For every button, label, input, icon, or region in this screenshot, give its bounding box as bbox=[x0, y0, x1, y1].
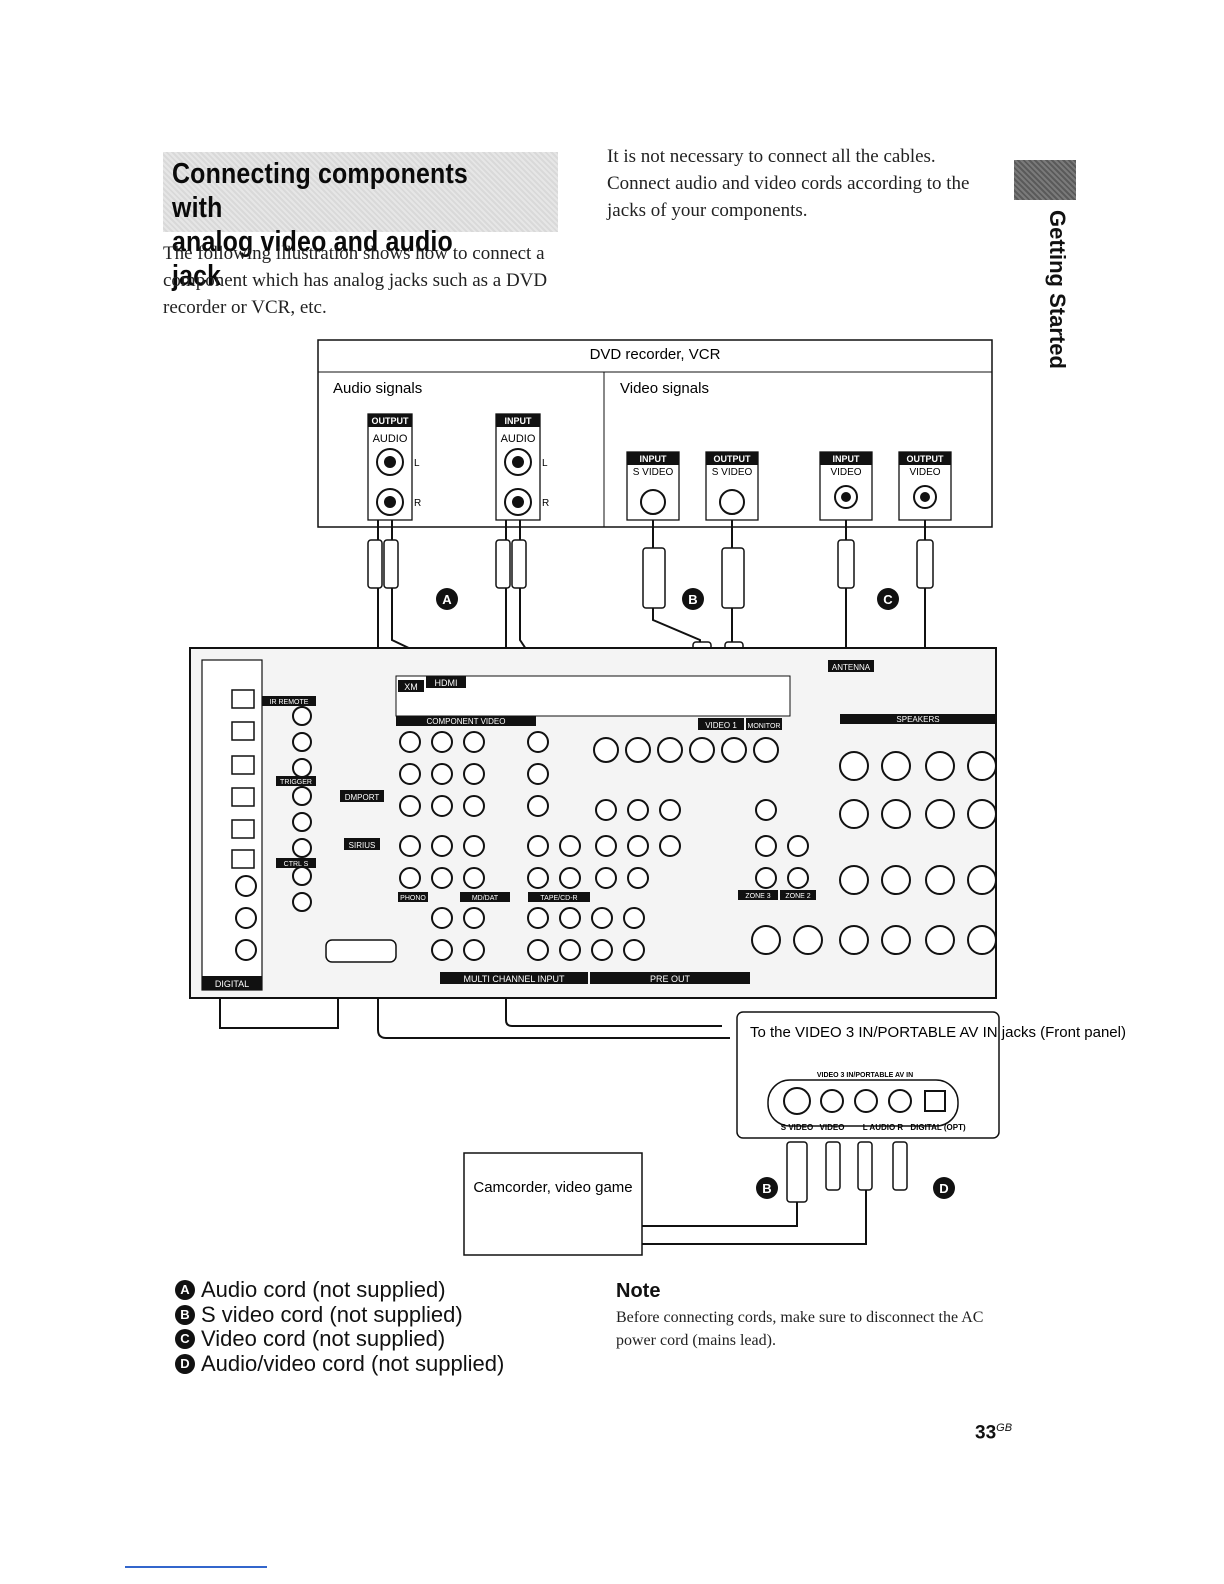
badge-a: A bbox=[175, 1280, 195, 1301]
svg-text:IR REMOTE: IR REMOTE bbox=[270, 699, 309, 706]
svg-text:L: L bbox=[414, 458, 420, 469]
badge-b-front: B bbox=[756, 1177, 778, 1199]
svg-text:CTRL S: CTRL S bbox=[284, 861, 309, 868]
dvd-recorder-box bbox=[317, 339, 993, 528]
svg-text:ANTENNA: ANTENNA bbox=[832, 663, 871, 672]
legend-text-a: Audio cord (not supplied) bbox=[201, 1277, 446, 1302]
svg-text:OUTPUT: OUTPUT bbox=[372, 416, 410, 426]
svg-text:PRE OUT: PRE OUT bbox=[650, 974, 691, 984]
svg-text:VIDEO 1: VIDEO 1 bbox=[705, 721, 737, 730]
section-heading: Connecting components with analog video … bbox=[172, 157, 499, 293]
video-signals-label: Video signals bbox=[620, 380, 709, 397]
footer-line bbox=[125, 1566, 267, 1568]
badge-d: D bbox=[175, 1353, 195, 1374]
front-panel-callout: To the VIDEO 3 IN/PORTABLE AV IN jacks (… bbox=[736, 1011, 1126, 1139]
badge-c: C bbox=[175, 1329, 195, 1350]
svg-text:B: B bbox=[688, 592, 697, 607]
legend-item-c: C Video cord (not supplied) bbox=[175, 1326, 595, 1352]
audio-signals-label: Audio signals bbox=[333, 380, 422, 397]
svg-text:SIRIUS: SIRIUS bbox=[349, 841, 376, 850]
dvd-box-title: DVD recorder, VCR bbox=[590, 346, 721, 363]
svg-text:C: C bbox=[883, 592, 893, 607]
svg-text:R: R bbox=[542, 498, 549, 509]
page-number: 33GB bbox=[975, 1422, 1012, 1444]
audio-input-jacks: INPUT AUDIO L R bbox=[495, 413, 549, 521]
video-output-jack: OUTPUT VIDEO bbox=[898, 451, 952, 521]
intro-paragraph: The following illustration shows how to … bbox=[163, 243, 548, 318]
legend-text-d: Audio/video cord (not supplied) bbox=[201, 1350, 505, 1376]
svg-text:XM: XM bbox=[404, 682, 418, 692]
badge-b: B bbox=[175, 1304, 195, 1325]
badge-c-diagram: C bbox=[877, 588, 899, 610]
svg-text:VIDEO: VIDEO bbox=[830, 467, 861, 478]
legend-item-a: A Audio cord (not supplied) bbox=[175, 1277, 595, 1303]
camcorder-box: Camcorder, video game bbox=[463, 1152, 643, 1256]
svg-text:INPUT: INPUT bbox=[505, 416, 533, 426]
svg-text:S VIDEO: S VIDEO bbox=[781, 1123, 813, 1132]
page-number-suffix: GB bbox=[996, 1422, 1013, 1434]
note-text: Before connecting cords, make sure to di… bbox=[616, 1309, 984, 1349]
receiver-rear-panel: DIGITAL HDMI XM COMPONENT VIDEO MULTI CH… bbox=[189, 647, 997, 999]
svg-text:AUDIO: AUDIO bbox=[501, 433, 536, 445]
svg-text:VIDEO: VIDEO bbox=[820, 1123, 845, 1132]
svg-text:Camcorder, video game: Camcorder, video game bbox=[473, 1179, 632, 1196]
badge-d-front: D bbox=[933, 1177, 955, 1199]
svg-text:MONITOR: MONITOR bbox=[748, 723, 781, 730]
legend-text-b: S video cord (not supplied) bbox=[201, 1301, 463, 1327]
svg-text:INPUT: INPUT bbox=[640, 454, 668, 464]
svg-text:DIGITAL: DIGITAL bbox=[215, 979, 249, 989]
badge-a-diagram: A bbox=[436, 588, 458, 610]
svg-text:To the VIDEO 3 IN/PORTABLE AV: To the VIDEO 3 IN/PORTABLE AV IN jacks (… bbox=[750, 1024, 1126, 1041]
svg-text:A: A bbox=[442, 592, 452, 607]
svg-text:ZONE 2: ZONE 2 bbox=[785, 893, 810, 900]
page-number-value: 33 bbox=[975, 1422, 997, 1444]
svg-text:MD/DAT: MD/DAT bbox=[472, 895, 499, 902]
svg-text:MULTI CHANNEL INPUT: MULTI CHANNEL INPUT bbox=[463, 974, 565, 984]
svg-text:OUTPUT: OUTPUT bbox=[907, 454, 945, 464]
badge-b-diagram: B bbox=[682, 588, 704, 610]
svg-text:TAPE/CD-R: TAPE/CD-R bbox=[540, 895, 577, 902]
legend-text-c: Video cord (not supplied) bbox=[201, 1326, 446, 1351]
svg-text:L: L bbox=[542, 458, 548, 469]
legend-item-d: D Audio/video cord (not supplied) bbox=[175, 1350, 595, 1377]
svg-text:DMPORT: DMPORT bbox=[345, 793, 380, 802]
svg-text:B: B bbox=[762, 1181, 771, 1196]
svg-text:R: R bbox=[414, 498, 421, 509]
svg-text:INPUT: INPUT bbox=[833, 454, 861, 464]
svg-text:ZONE 3: ZONE 3 bbox=[745, 893, 770, 900]
svg-text:L AUDIO R: L AUDIO R bbox=[863, 1123, 904, 1132]
svg-text:HDMI: HDMI bbox=[435, 678, 458, 688]
svg-text:TRIGGER: TRIGGER bbox=[280, 779, 312, 786]
svg-text:DIGITAL (OPT): DIGITAL (OPT) bbox=[910, 1123, 966, 1132]
video-input-jack: INPUT VIDEO bbox=[819, 451, 873, 521]
svg-text:VIDEO: VIDEO bbox=[909, 467, 940, 478]
cord-legend: A Audio cord (not supplied) B S video co… bbox=[175, 1277, 595, 1377]
side-tab-marker bbox=[1014, 160, 1076, 200]
receiver-foot bbox=[190, 997, 339, 1029]
svg-text:S VIDEO: S VIDEO bbox=[712, 467, 753, 478]
right-intro-paragraph: It is not necessary to connect all the c… bbox=[607, 146, 970, 221]
section-heading-line1: Connecting components with bbox=[172, 158, 468, 224]
section-heading-line2: analog video and audio jack bbox=[172, 226, 453, 292]
svg-text:AUDIO: AUDIO bbox=[373, 433, 408, 445]
note-title: Note bbox=[616, 1280, 661, 1302]
legend-item-b: B S video cord (not supplied) bbox=[175, 1301, 595, 1328]
s-video-output-jack: OUTPUT S VIDEO bbox=[705, 451, 759, 521]
svg-text:OUTPUT: OUTPUT bbox=[714, 454, 752, 464]
audio-output-jacks: OUTPUT AUDIO L R bbox=[367, 413, 421, 521]
svg-text:SPEAKERS: SPEAKERS bbox=[896, 715, 939, 724]
svg-text:D: D bbox=[939, 1181, 948, 1196]
svg-text:COMPONENT VIDEO: COMPONENT VIDEO bbox=[427, 717, 506, 726]
svg-text:VIDEO 3 IN/PORTABLE AV IN: VIDEO 3 IN/PORTABLE AV IN bbox=[817, 1072, 913, 1079]
svg-text:S VIDEO: S VIDEO bbox=[633, 467, 674, 478]
section-heading-background bbox=[163, 152, 558, 232]
svg-text:PHONO: PHONO bbox=[400, 895, 426, 902]
